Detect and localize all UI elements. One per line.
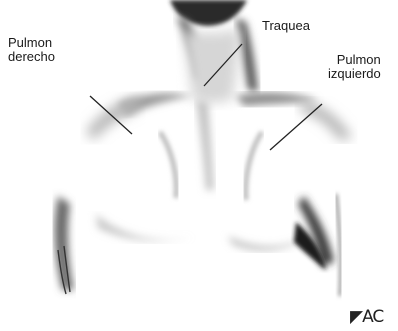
corner-logo: ◤AC	[350, 307, 383, 327]
pectoral-left	[96, 214, 196, 241]
left-lung-label-line2: izquierdo	[328, 67, 381, 81]
chest-contour-left	[160, 132, 176, 198]
chest-contour-right	[246, 132, 262, 200]
trachea-label: Traquea	[262, 19, 310, 33]
side-right-edge	[336, 194, 341, 296]
right-lung-label-line2: derecho	[8, 50, 55, 64]
sternum-shadow	[196, 100, 214, 190]
right-lung-label: Pulmon derecho	[8, 36, 55, 64]
shoulder-right	[300, 100, 352, 140]
right-lung-label-line1: Pulmon	[8, 36, 55, 50]
left-lung-label: Pulmon izquierdo	[328, 53, 381, 81]
neck-soft	[182, 28, 240, 103]
armpit-left	[55, 196, 74, 290]
left-lung-label-line1: Pulmon	[328, 53, 381, 67]
left-lung-leader	[270, 104, 322, 150]
